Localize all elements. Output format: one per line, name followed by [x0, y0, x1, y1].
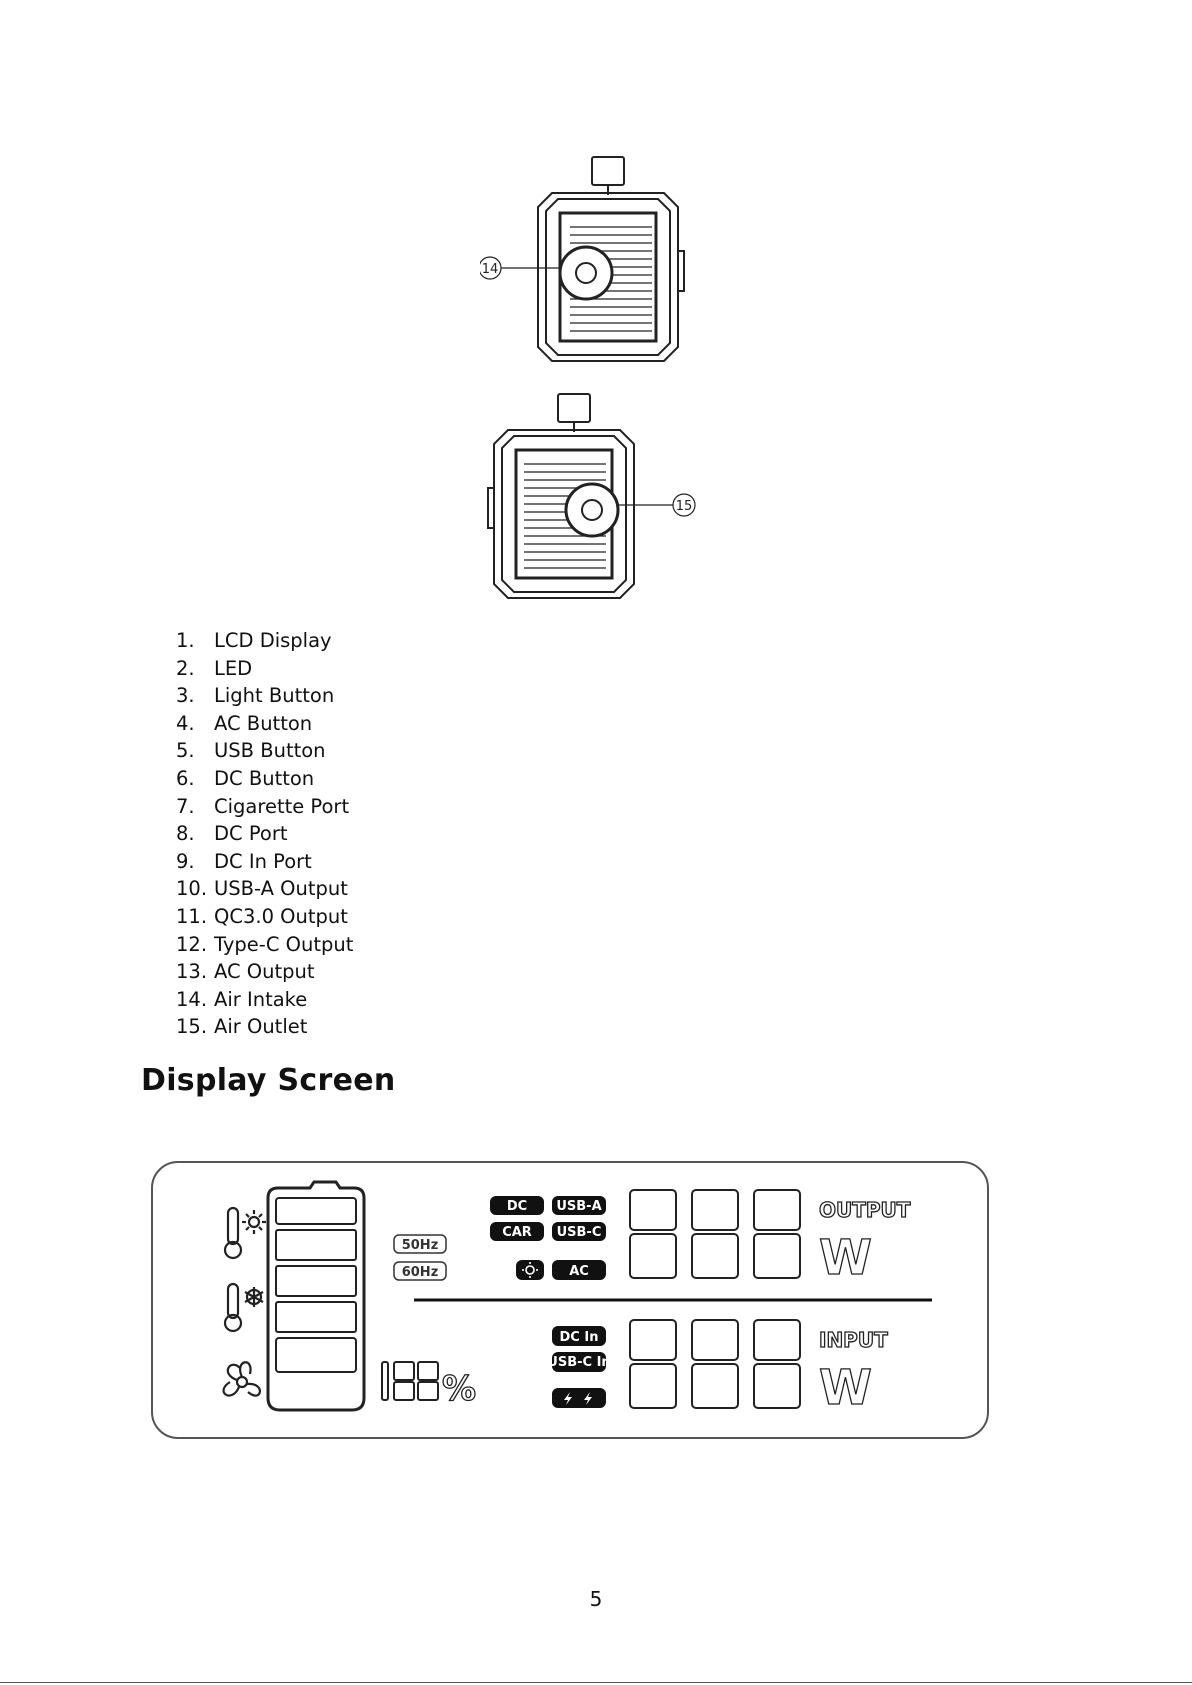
- list-label: Type-C Output: [214, 932, 354, 956]
- list-number: 15.: [176, 1015, 208, 1039]
- output-unit: W: [819, 1230, 872, 1286]
- list-number: 5.: [176, 739, 195, 763]
- charging-icon: [564, 1392, 592, 1405]
- parts-list: 1. LCD Display 2. LED 3. Light Button 4. AC …: [176, 627, 353, 1041]
- list-label: AC Output: [214, 960, 315, 984]
- light-icon: [522, 1262, 538, 1278]
- list-item: 9. DC In Port: [176, 848, 353, 876]
- list-number: 12.: [176, 932, 208, 956]
- thermometer-cold-icon: [223, 1282, 264, 1333]
- usb-c-in-badge: USB-C In: [547, 1355, 610, 1370]
- usb-c-badge: USB-C: [557, 1225, 602, 1240]
- input-digits: [629, 1319, 801, 1409]
- list-number: 3.: [176, 684, 195, 708]
- list-item: 11.QC3.0 Output: [176, 903, 353, 931]
- callout-15: 15: [676, 499, 693, 514]
- footer-rule: [0, 1682, 1192, 1683]
- car-badge: CAR: [502, 1225, 532, 1240]
- list-label: DC In Port: [214, 849, 312, 873]
- list-label: DC Port: [214, 822, 288, 846]
- list-number: 7.: [176, 794, 195, 818]
- list-item: 3. Light Button: [176, 682, 353, 710]
- dc-in-badge: DC In: [560, 1330, 599, 1345]
- list-item: 6. DC Button: [176, 765, 353, 793]
- list-number: 2.: [176, 656, 195, 680]
- list-label: USB-A Output: [214, 877, 348, 901]
- list-item: 1. LCD Display: [176, 627, 353, 655]
- list-number: 6.: [176, 766, 195, 790]
- list-label: Light Button: [214, 684, 335, 708]
- list-number: 9.: [176, 849, 195, 873]
- list-item: 15.Air Outlet: [176, 1013, 353, 1041]
- list-item: 4. AC Button: [176, 710, 353, 738]
- list-item: 7. Cigarette Port: [176, 793, 353, 821]
- input-label: INPUT: [819, 1328, 888, 1352]
- list-item: 5. USB Button: [176, 737, 353, 765]
- list-item: 13.AC Output: [176, 958, 353, 986]
- fan-icon: [222, 1361, 261, 1397]
- battery-icon: [266, 1180, 366, 1412]
- list-label: USB Button: [214, 739, 326, 763]
- section-title: Display Screen: [141, 1063, 396, 1098]
- callout-14: 14: [482, 262, 499, 277]
- list-number: 10.: [176, 877, 208, 901]
- list-number: 11.: [176, 904, 208, 928]
- list-label: LED: [214, 656, 253, 680]
- list-label: Air Intake: [214, 987, 308, 1011]
- list-number: 4.: [176, 711, 195, 735]
- lcd-display-figure: % 50Hz 60Hz DC USB-A CAR USB-C AC DC In …: [151, 1161, 989, 1439]
- list-label: LCD Display: [214, 629, 332, 652]
- list-number: 14.: [176, 987, 208, 1011]
- list-label: Air Outlet: [214, 1015, 308, 1039]
- output-label: OUTPUT: [819, 1198, 911, 1222]
- list-number: 1.: [176, 629, 195, 652]
- input-unit: W: [819, 1360, 872, 1416]
- hz-60-badge: 60Hz: [402, 1265, 439, 1280]
- list-number: 13.: [176, 960, 208, 984]
- list-number: 8.: [176, 822, 195, 846]
- output-digits: [629, 1189, 801, 1279]
- air-intake-figure: 14: [480, 156, 685, 362]
- list-item: 14.Air Intake: [176, 986, 353, 1014]
- dc-badge: DC: [507, 1199, 527, 1214]
- list-item: 12.Type-C Output: [176, 931, 353, 959]
- percent-sign: %: [442, 1369, 476, 1409]
- percent-digits: [381, 1361, 439, 1401]
- list-label: DC Button: [214, 766, 315, 790]
- ac-badge: AC: [569, 1264, 589, 1279]
- list-label: QC3.0 Output: [214, 904, 348, 928]
- list-label: Cigarette Port: [214, 794, 350, 818]
- page-number: 5: [589, 1587, 603, 1611]
- list-label: AC Button: [214, 711, 313, 735]
- list-item: 8. DC Port: [176, 820, 353, 848]
- usb-a-badge: USB-A: [556, 1199, 601, 1214]
- list-item: 10.USB-A Output: [176, 875, 353, 903]
- thermometer-hot-icon: [223, 1206, 266, 1260]
- list-item: 2. LED: [176, 655, 353, 683]
- hz-50-badge: 50Hz: [402, 1238, 439, 1253]
- air-outlet-figure: 15: [487, 393, 696, 599]
